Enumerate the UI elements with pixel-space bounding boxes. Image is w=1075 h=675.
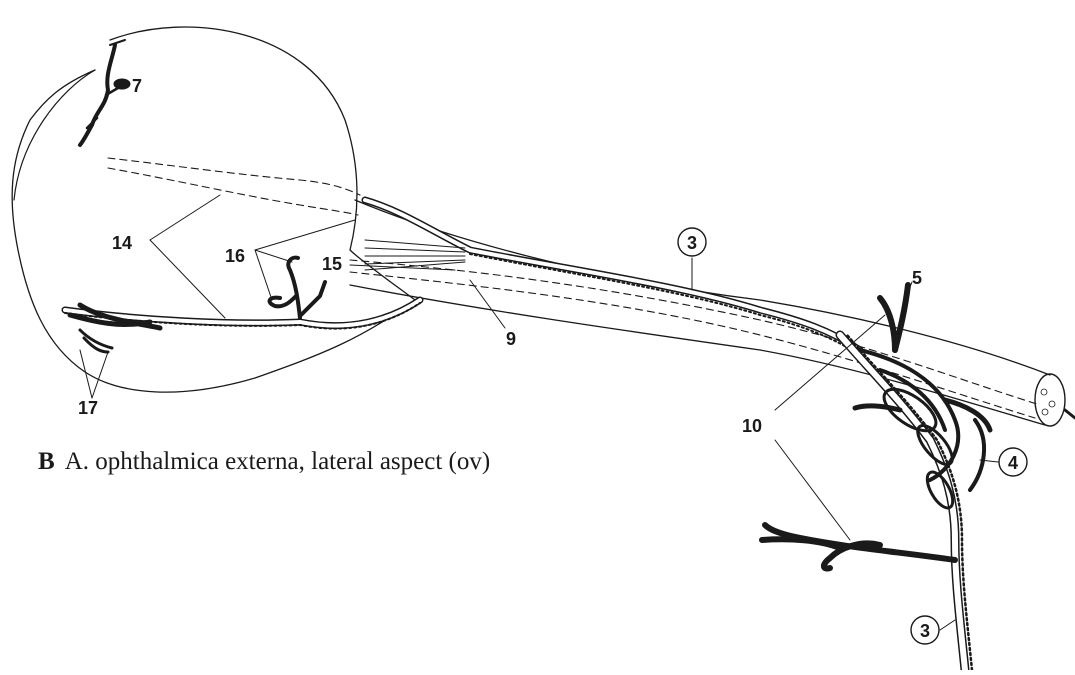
label-10: 10 [742, 416, 762, 436]
leader-15 [350, 265, 455, 270]
vessel-16 [288, 258, 300, 318]
lower-trunk-3 [840, 335, 965, 670]
eyeball-outline [12, 27, 415, 392]
optic-nerve-upper [355, 200, 1050, 375]
label-5: 5 [912, 268, 922, 288]
dashed-vessel-1 [108, 158, 360, 195]
label-15: 15 [322, 254, 342, 274]
label-4: 4 [1008, 453, 1018, 473]
label-16: 16 [225, 246, 245, 266]
label-7: 7 [132, 76, 142, 96]
dashed-vessel-3 [350, 260, 1040, 405]
optic-nerve-lower [350, 285, 1045, 425]
label-3-bottom: 3 [920, 621, 930, 641]
figure-caption: B A. ophthalmica externa, lateral aspect … [38, 448, 490, 476]
caption-text: A. ophthalmica externa, lateral aspect (… [65, 448, 491, 475]
vessel-7 [80, 45, 115, 145]
leader-16 [255, 220, 355, 250]
leader-14 [150, 195, 220, 240]
main-artery-hatching [470, 254, 860, 355]
optic-nerve-cut-end [1035, 374, 1065, 426]
label-9: 9 [506, 329, 516, 349]
dashed-vessel-2 [108, 168, 358, 215]
label-3-top: 3 [687, 233, 697, 253]
leader-17 [80, 350, 92, 398]
panel-letter: B [38, 448, 55, 475]
label-14: 14 [112, 233, 132, 253]
label-17: 17 [78, 398, 98, 418]
leader-3-bottom [940, 620, 955, 630]
cornea-arc [14, 70, 95, 200]
